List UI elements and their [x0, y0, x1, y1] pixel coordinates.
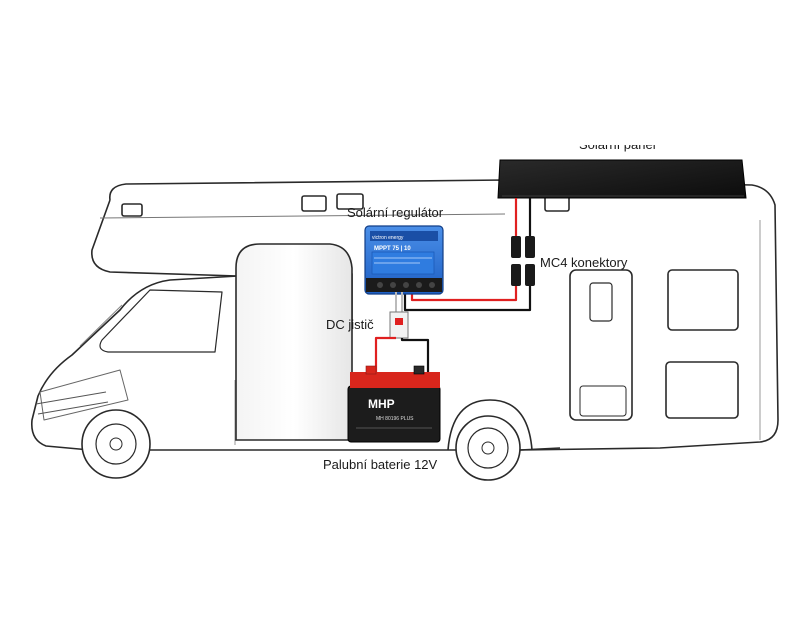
mc4-to-regulator-wires — [403, 286, 532, 312]
solar-panel — [497, 159, 747, 199]
battery-model: MH 80196 PLUS — [376, 416, 414, 422]
battery-brand: MHP — [368, 397, 395, 411]
storage-hatch — [665, 361, 739, 419]
breaker-to-battery-wires — [374, 336, 430, 376]
regulator-brand: victron energy — [372, 235, 404, 241]
label-mask — [560, 136, 710, 145]
solar-regulator: victron energy MPPT 75 | 10 — [364, 225, 444, 295]
dc-breaker — [389, 311, 409, 339]
window — [121, 203, 143, 217]
window — [336, 193, 364, 210]
window — [301, 195, 327, 212]
cab-outline — [30, 275, 239, 451]
rear-wall-pillar — [235, 243, 353, 441]
regulator-to-breaker-wires — [395, 292, 403, 312]
rear-wheel — [447, 399, 533, 481]
regulator-model: MPPT 75 | 10 — [374, 246, 411, 252]
window — [667, 269, 739, 331]
rv-skirt — [150, 447, 561, 451]
label-mc4-connectors: MC4 konektory — [540, 255, 628, 270]
mc4-connectors — [511, 236, 535, 286]
entry-door — [569, 269, 633, 421]
panel-wires — [514, 198, 532, 238]
front-wheel — [81, 409, 151, 479]
alcove-outline — [91, 199, 239, 277]
rv-outline — [109, 179, 779, 451]
label-house-battery: Palubní baterie 12V — [323, 457, 438, 472]
house-battery: MHP MH 80196 PLUS — [347, 365, 441, 443]
label-dc-breaker: DC jistič — [326, 317, 374, 332]
label-solar-regulator: Solární regulátor — [347, 205, 444, 220]
